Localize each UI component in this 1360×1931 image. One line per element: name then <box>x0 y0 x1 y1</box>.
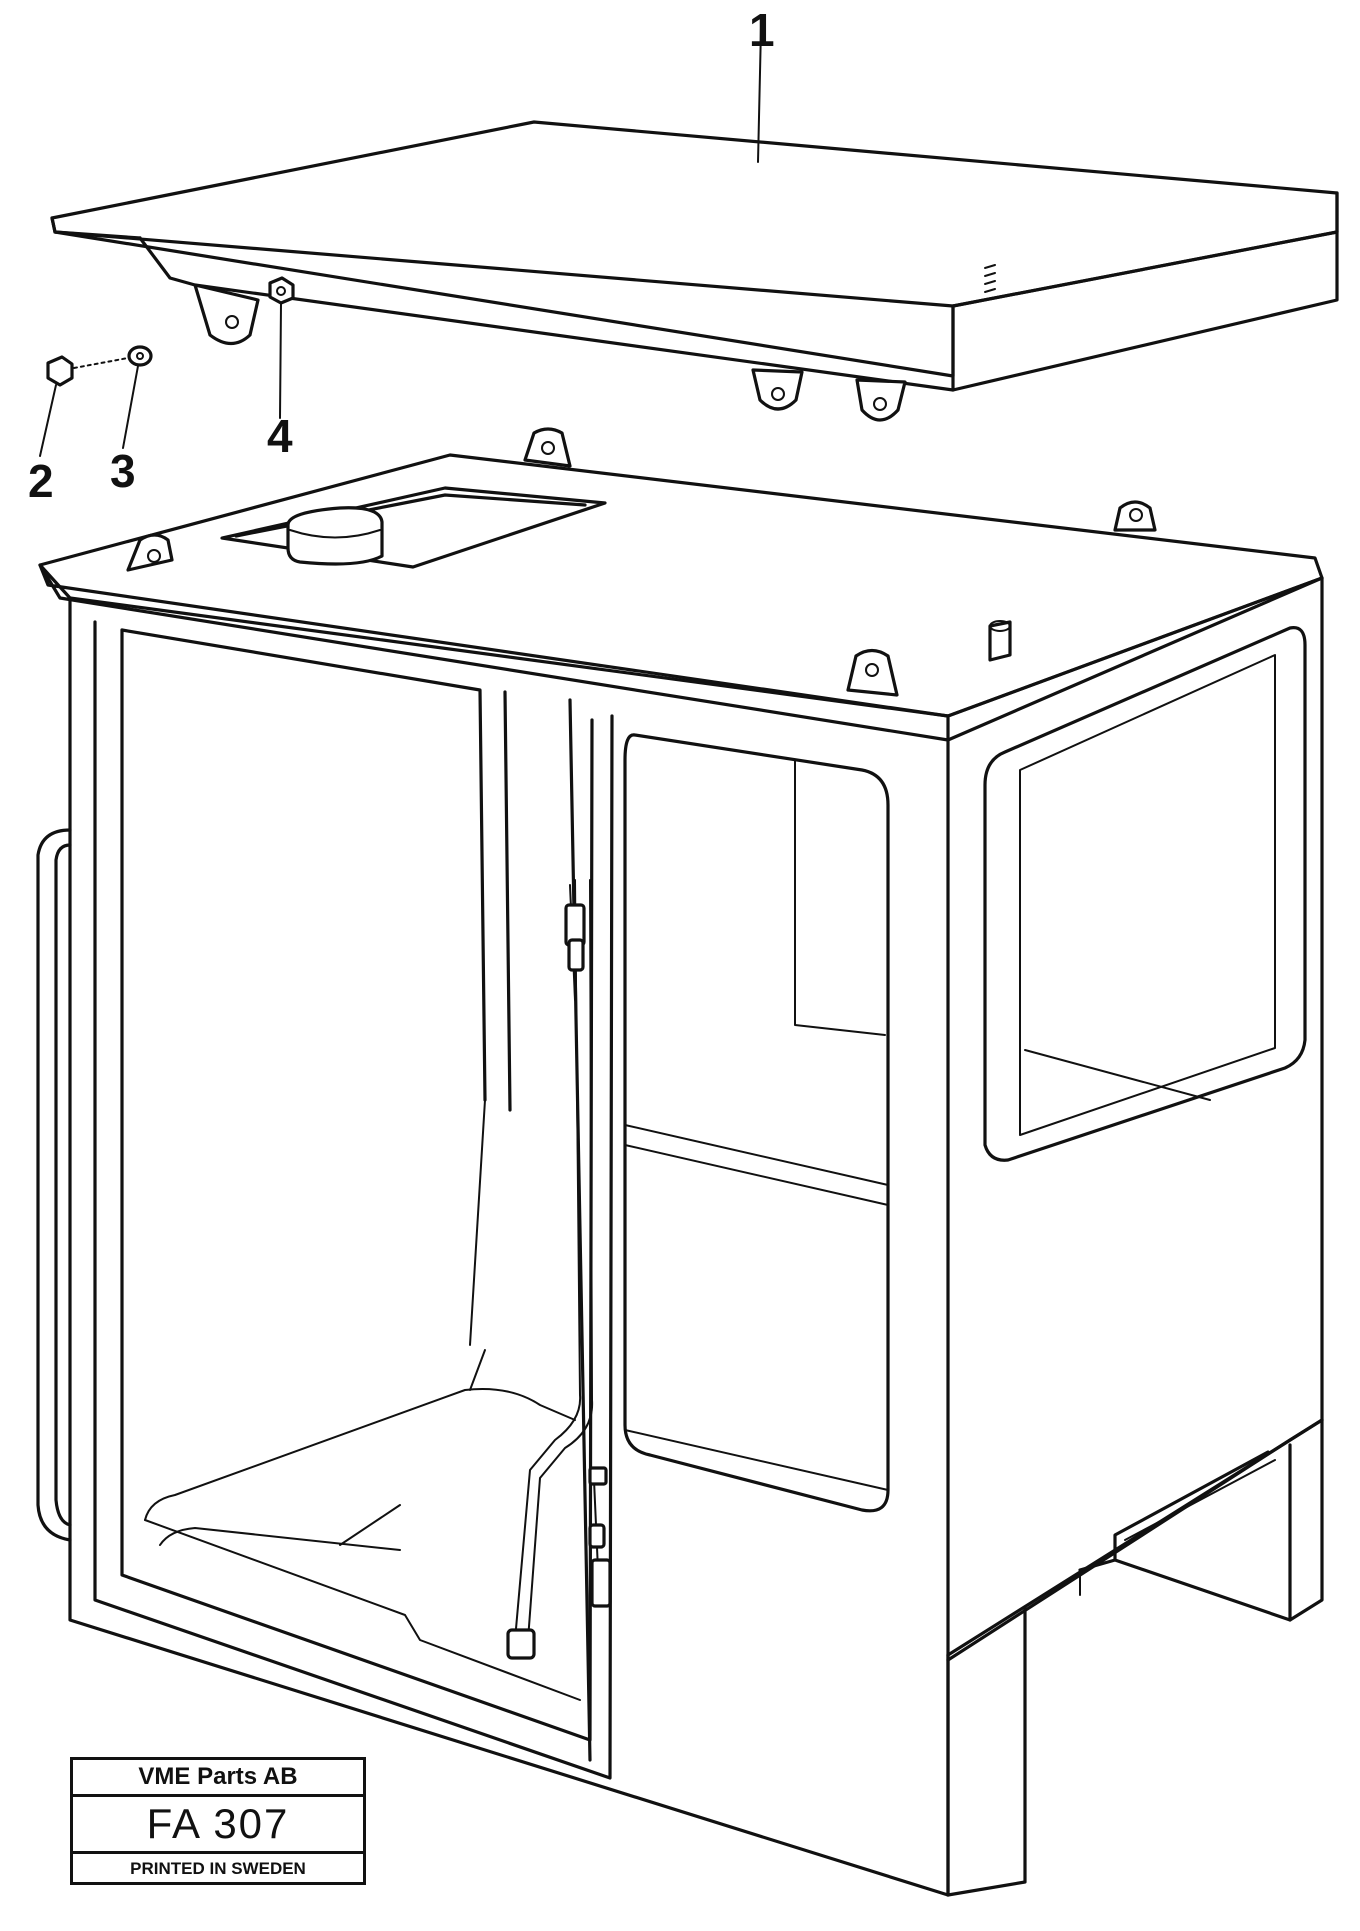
callout-1: 1 <box>749 4 775 56</box>
title-block: VME Parts AB FA 307 PRINTED IN SWEDEN <box>70 1757 366 1885</box>
figure-code: FA 307 <box>73 1797 363 1854</box>
roof-panel <box>50 120 1339 422</box>
callout-3: 3 <box>110 445 136 497</box>
printed-note: PRINTED IN SWEDEN <box>130 1859 306 1878</box>
callout-2: 2 <box>28 455 54 507</box>
callout-4: 4 <box>267 410 293 462</box>
nut <box>268 276 295 305</box>
bolt <box>46 355 74 387</box>
company-name: VME Parts AB <box>73 1760 363 1797</box>
fasteners <box>39 27 762 457</box>
washer <box>127 345 153 367</box>
cab-body <box>36 427 1324 1897</box>
